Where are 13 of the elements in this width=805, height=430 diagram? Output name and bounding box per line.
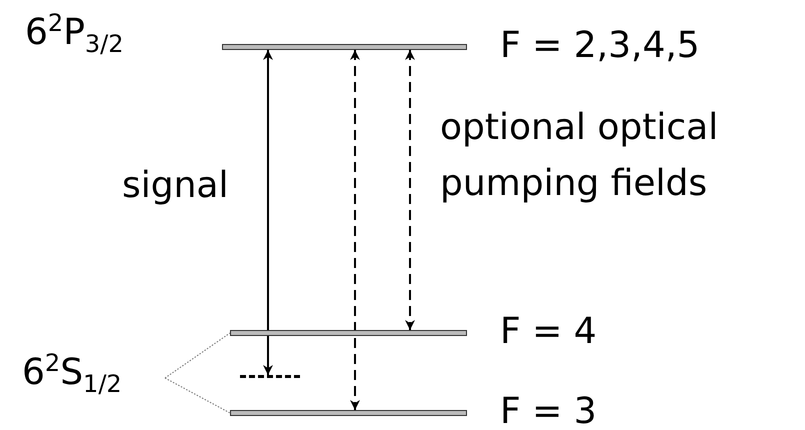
edge-label: signal	[122, 165, 228, 206]
quantum-number-label: F = 2,3,4,5	[500, 25, 700, 66]
edge-label: optional optical pumping fields	[440, 106, 720, 206]
level-term-label: 6$^{2}$P$_{3/2}$	[25, 10, 124, 59]
level-term-label: 6$^{2}$S$_{1/2}$	[22, 350, 122, 399]
quantum-number-label: F = 3	[500, 391, 597, 430]
virtual-level-line	[240, 375, 300, 378]
dashed-transition-arrow	[350, 50, 360, 410]
quantum-number-label: F = 4	[500, 311, 597, 352]
leader-line	[164, 332, 230, 378]
transition-arrow	[263, 50, 273, 375]
dashed-transition-arrow	[405, 50, 415, 330]
leader-line	[164, 378, 230, 414]
